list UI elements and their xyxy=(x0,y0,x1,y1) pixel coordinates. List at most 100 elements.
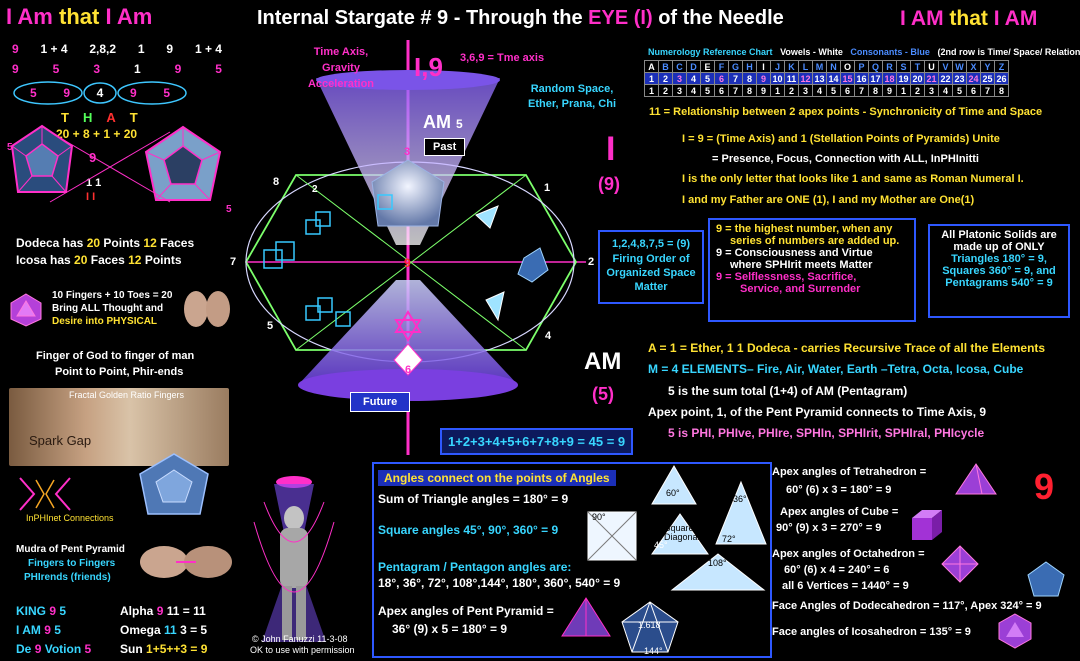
square-2-label: 2 xyxy=(312,184,318,195)
reduced-cell: 4 xyxy=(686,84,701,97)
past-button: Past xyxy=(424,138,466,156)
fingers-line-2: Bring ALL Thought and xyxy=(52,303,164,314)
node-6: 6 xyxy=(405,364,412,376)
icosa-points: Points xyxy=(144,253,182,267)
value-cell: 7 xyxy=(728,72,743,85)
reduced-cell: 3 xyxy=(672,84,687,97)
big-sum-text: 1+2+3+4+5+6+7+8+9 = 45 = 9 xyxy=(448,434,626,449)
main-title-prefix: Internal Stargate # 9 - Through the xyxy=(257,7,583,29)
square-angles-line: Square angles 45°, 90°, 360° = 9 xyxy=(378,523,559,537)
pent-angles-line: 18°, 36°, 72°, 108°,144°, 180°, 360°, 54… xyxy=(378,576,621,590)
apex-pent-line: Apex angles of Pent Pyramid = xyxy=(378,604,554,618)
icosahedron-small-icon xyxy=(10,293,42,327)
node-5: 5 xyxy=(267,320,274,332)
octa-line-1: Apex angles of Octahedron = xyxy=(772,548,925,560)
value-cell: 4 xyxy=(686,72,701,85)
numerology-consonants: Consonants - Blue xyxy=(850,47,930,57)
human-body-figure xyxy=(253,476,335,642)
numerology-vowels: Vowels - White xyxy=(780,47,843,57)
left-title-am2: Am xyxy=(116,4,153,29)
dodeca-facts: Dodeca has 20 Points 12 Faces xyxy=(16,236,194,250)
hands-feet-image xyxy=(184,291,230,327)
reduced-cell: 7 xyxy=(980,84,995,97)
left-title-am: Am xyxy=(17,4,53,29)
sun-line: Sun 1+5++3 = 9 xyxy=(120,642,207,656)
reduced-cell: 6 xyxy=(714,84,729,97)
i9-description: I = 9 = (Time Axis) and 1 (Stellation Po… xyxy=(682,133,1000,145)
m-elements-line: M = 4 ELEMENTS– Fire, Air, Water, Earth … xyxy=(648,362,1024,376)
that-eleven: 1 1 xyxy=(86,177,102,189)
that-t: T xyxy=(61,110,69,125)
omega-eleven: 11 xyxy=(164,623,177,637)
inphinet-label: InPHInet Connections xyxy=(26,513,114,523)
relationship-line: 11 = Relationship between 2 apex points … xyxy=(649,106,1043,118)
pent-144-label: 144° xyxy=(644,646,663,656)
nine-meaning-box: 9 = the highest number, when any series … xyxy=(708,218,916,322)
num-r2-4: 9 xyxy=(174,62,182,76)
stargate-diagram xyxy=(244,40,586,455)
mudra-hands-image xyxy=(140,546,232,578)
reduced-cell: 2 xyxy=(784,84,799,97)
firing-order-box: 1,2,4,8,7,5 = (9) Firing Order of Organi… xyxy=(598,230,704,304)
reduced-cell: 1 xyxy=(770,84,785,97)
tri-72-label: 72° xyxy=(722,534,736,544)
apex-pent-value: 36° (9) x 5 = 180° = 9 xyxy=(392,622,508,636)
reduced-cell: 6 xyxy=(840,84,855,97)
platonic-line-0: All Platonic Solids are xyxy=(941,229,1057,241)
num-r3-2: 4 xyxy=(96,86,104,100)
that-sum: 20 + 8 + 1 + 20 xyxy=(56,127,138,141)
alpha-word: Alpha xyxy=(120,604,154,618)
value-cell: 25 xyxy=(980,72,995,85)
right-title-am2: AM xyxy=(1004,7,1038,30)
angles-box xyxy=(372,462,772,658)
reduced-cell: 3 xyxy=(798,84,813,97)
copyright-line-2: OK to use with permission xyxy=(250,645,355,655)
mudra-line-1: Mudra of Pent Pyramid xyxy=(16,544,125,555)
triangle-108-shape xyxy=(670,553,766,591)
node-4: 4 xyxy=(545,330,552,342)
nine-line-4: 9 = Selflessness, Sacrifice, xyxy=(716,271,857,283)
main-title: Internal Stargate # 9 - Through the EYE … xyxy=(257,7,784,30)
numerology-title: Numerology Reference Chart Vowels - Whit… xyxy=(648,47,1080,57)
spark-gap-label: Spark Gap xyxy=(29,433,92,448)
numerology-row2: (2nd row is Time/ Space/ Relations) xyxy=(937,47,1080,57)
cube-icon xyxy=(912,510,942,540)
letter-cell: C xyxy=(672,60,687,73)
icosahedron-icon xyxy=(998,613,1032,649)
big-am: AM xyxy=(584,348,622,375)
value-cell: 15 xyxy=(840,72,855,85)
right-triangle-shape xyxy=(651,513,709,555)
reduced-cell: 8 xyxy=(994,84,1009,97)
icosa-has: Icosa has xyxy=(16,253,71,267)
right-title-i: I xyxy=(900,7,906,30)
cube-line-1: Apex angles of Cube = xyxy=(780,506,899,518)
dodeca-angle-line: Face Angles of Dodecahedron = 117°, Apex… xyxy=(772,600,1042,612)
num-r2-2: 3 xyxy=(93,62,100,76)
triangle-60-shape xyxy=(651,465,697,505)
num-r2-0: 9 xyxy=(12,62,19,76)
i9-label: I,9 xyxy=(414,52,443,82)
icosa-facts: Icosa has 20 Faces 12 Points xyxy=(16,253,182,267)
sq-90-label: 90° xyxy=(592,512,606,522)
creation-fingers-image: Fractal Golden Ratio Fingers Spark Gap xyxy=(9,388,229,466)
am5-label: AM 5 xyxy=(423,112,463,133)
dodeca-connecting-lines xyxy=(49,131,171,203)
future-button: Future xyxy=(350,392,411,412)
five-sum-line: 5 is the sum total (1+4) of AM (Pentagra… xyxy=(668,384,908,398)
value-cell: 3 xyxy=(672,72,687,85)
tme-axis-text: 3,6,9 = Tme axis xyxy=(460,52,545,64)
fingers-line-1: 10 Fingers + 10 Toes = 20 xyxy=(52,290,173,301)
mudra-line-3: PHIrends (friends) xyxy=(24,572,111,583)
copyright-line-1: © John Fanuzzi 11-3-08 xyxy=(252,634,348,644)
sq-45-label: 45° xyxy=(654,540,668,550)
omega-word: Omega xyxy=(120,623,161,637)
value-cell: 13 xyxy=(812,72,827,85)
king-five: 5 xyxy=(59,604,67,618)
reduced-cell: 6 xyxy=(966,84,981,97)
icosa-12: 12 xyxy=(128,253,142,267)
inphinet-graphic xyxy=(19,477,71,511)
mudra-line-2: Fingers to Fingers xyxy=(28,558,116,569)
reduced-cell: 4 xyxy=(938,84,953,97)
that-roman: I I xyxy=(86,191,96,203)
